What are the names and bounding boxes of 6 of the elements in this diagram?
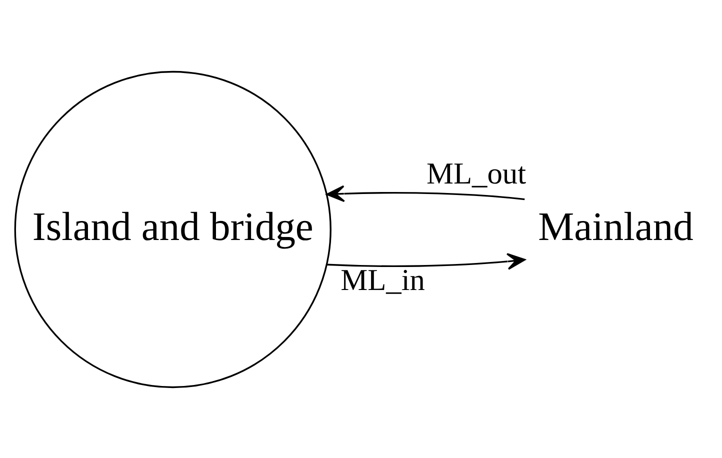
arrow <box>327 252 526 270</box>
node-circle: Island and bridge <box>14 70 332 388</box>
edge-label: ML_in <box>340 262 425 297</box>
edge-label: ML_out <box>426 156 526 190</box>
node-text: Mainland <box>538 203 694 248</box>
arrow <box>326 184 525 202</box>
